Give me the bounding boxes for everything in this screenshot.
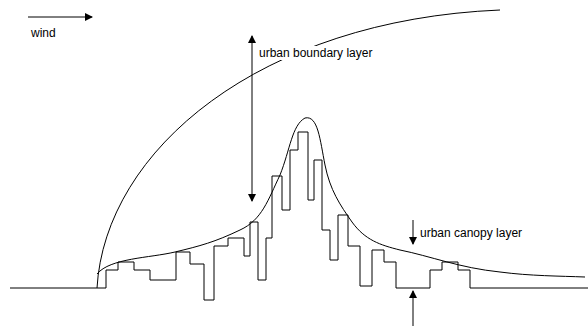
canopy-ground-arrow [413,291,414,326]
boundary-layer-label: urban boundary layer [258,46,373,60]
canopy-layer-label: urban canopy layer [419,226,523,240]
wind-arrow [28,17,92,18]
boundary-layer-arrow [252,36,253,201]
city-skyline [10,132,588,300]
wind-label: wind [30,26,57,40]
canopy-top-arrow [413,220,414,244]
canopy-layer-outline [97,118,585,277]
